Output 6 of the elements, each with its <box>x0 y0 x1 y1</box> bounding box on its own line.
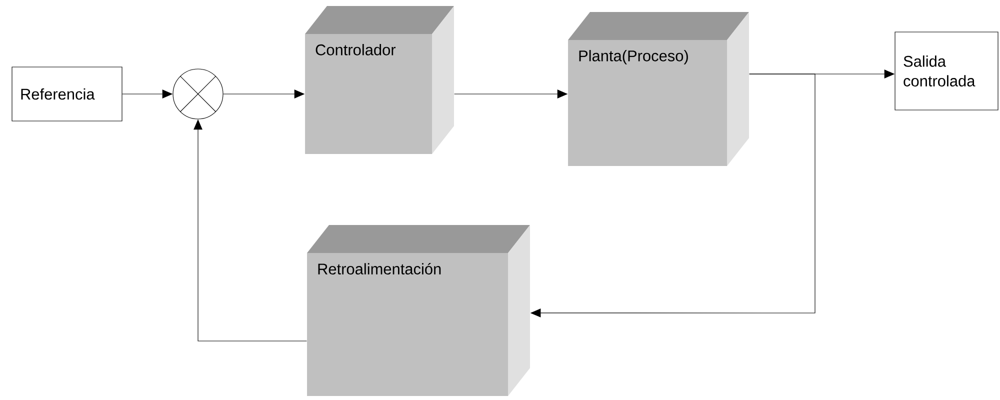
summing-junction <box>172 68 224 120</box>
block-cube: Retroalimentación <box>307 224 530 396</box>
signal-box: Salida controlada <box>894 32 998 110</box>
block-cube: Planta(Proceso) <box>568 12 749 166</box>
signal-box: Referencia <box>12 66 122 122</box>
block-cube: Controlador <box>305 6 454 154</box>
